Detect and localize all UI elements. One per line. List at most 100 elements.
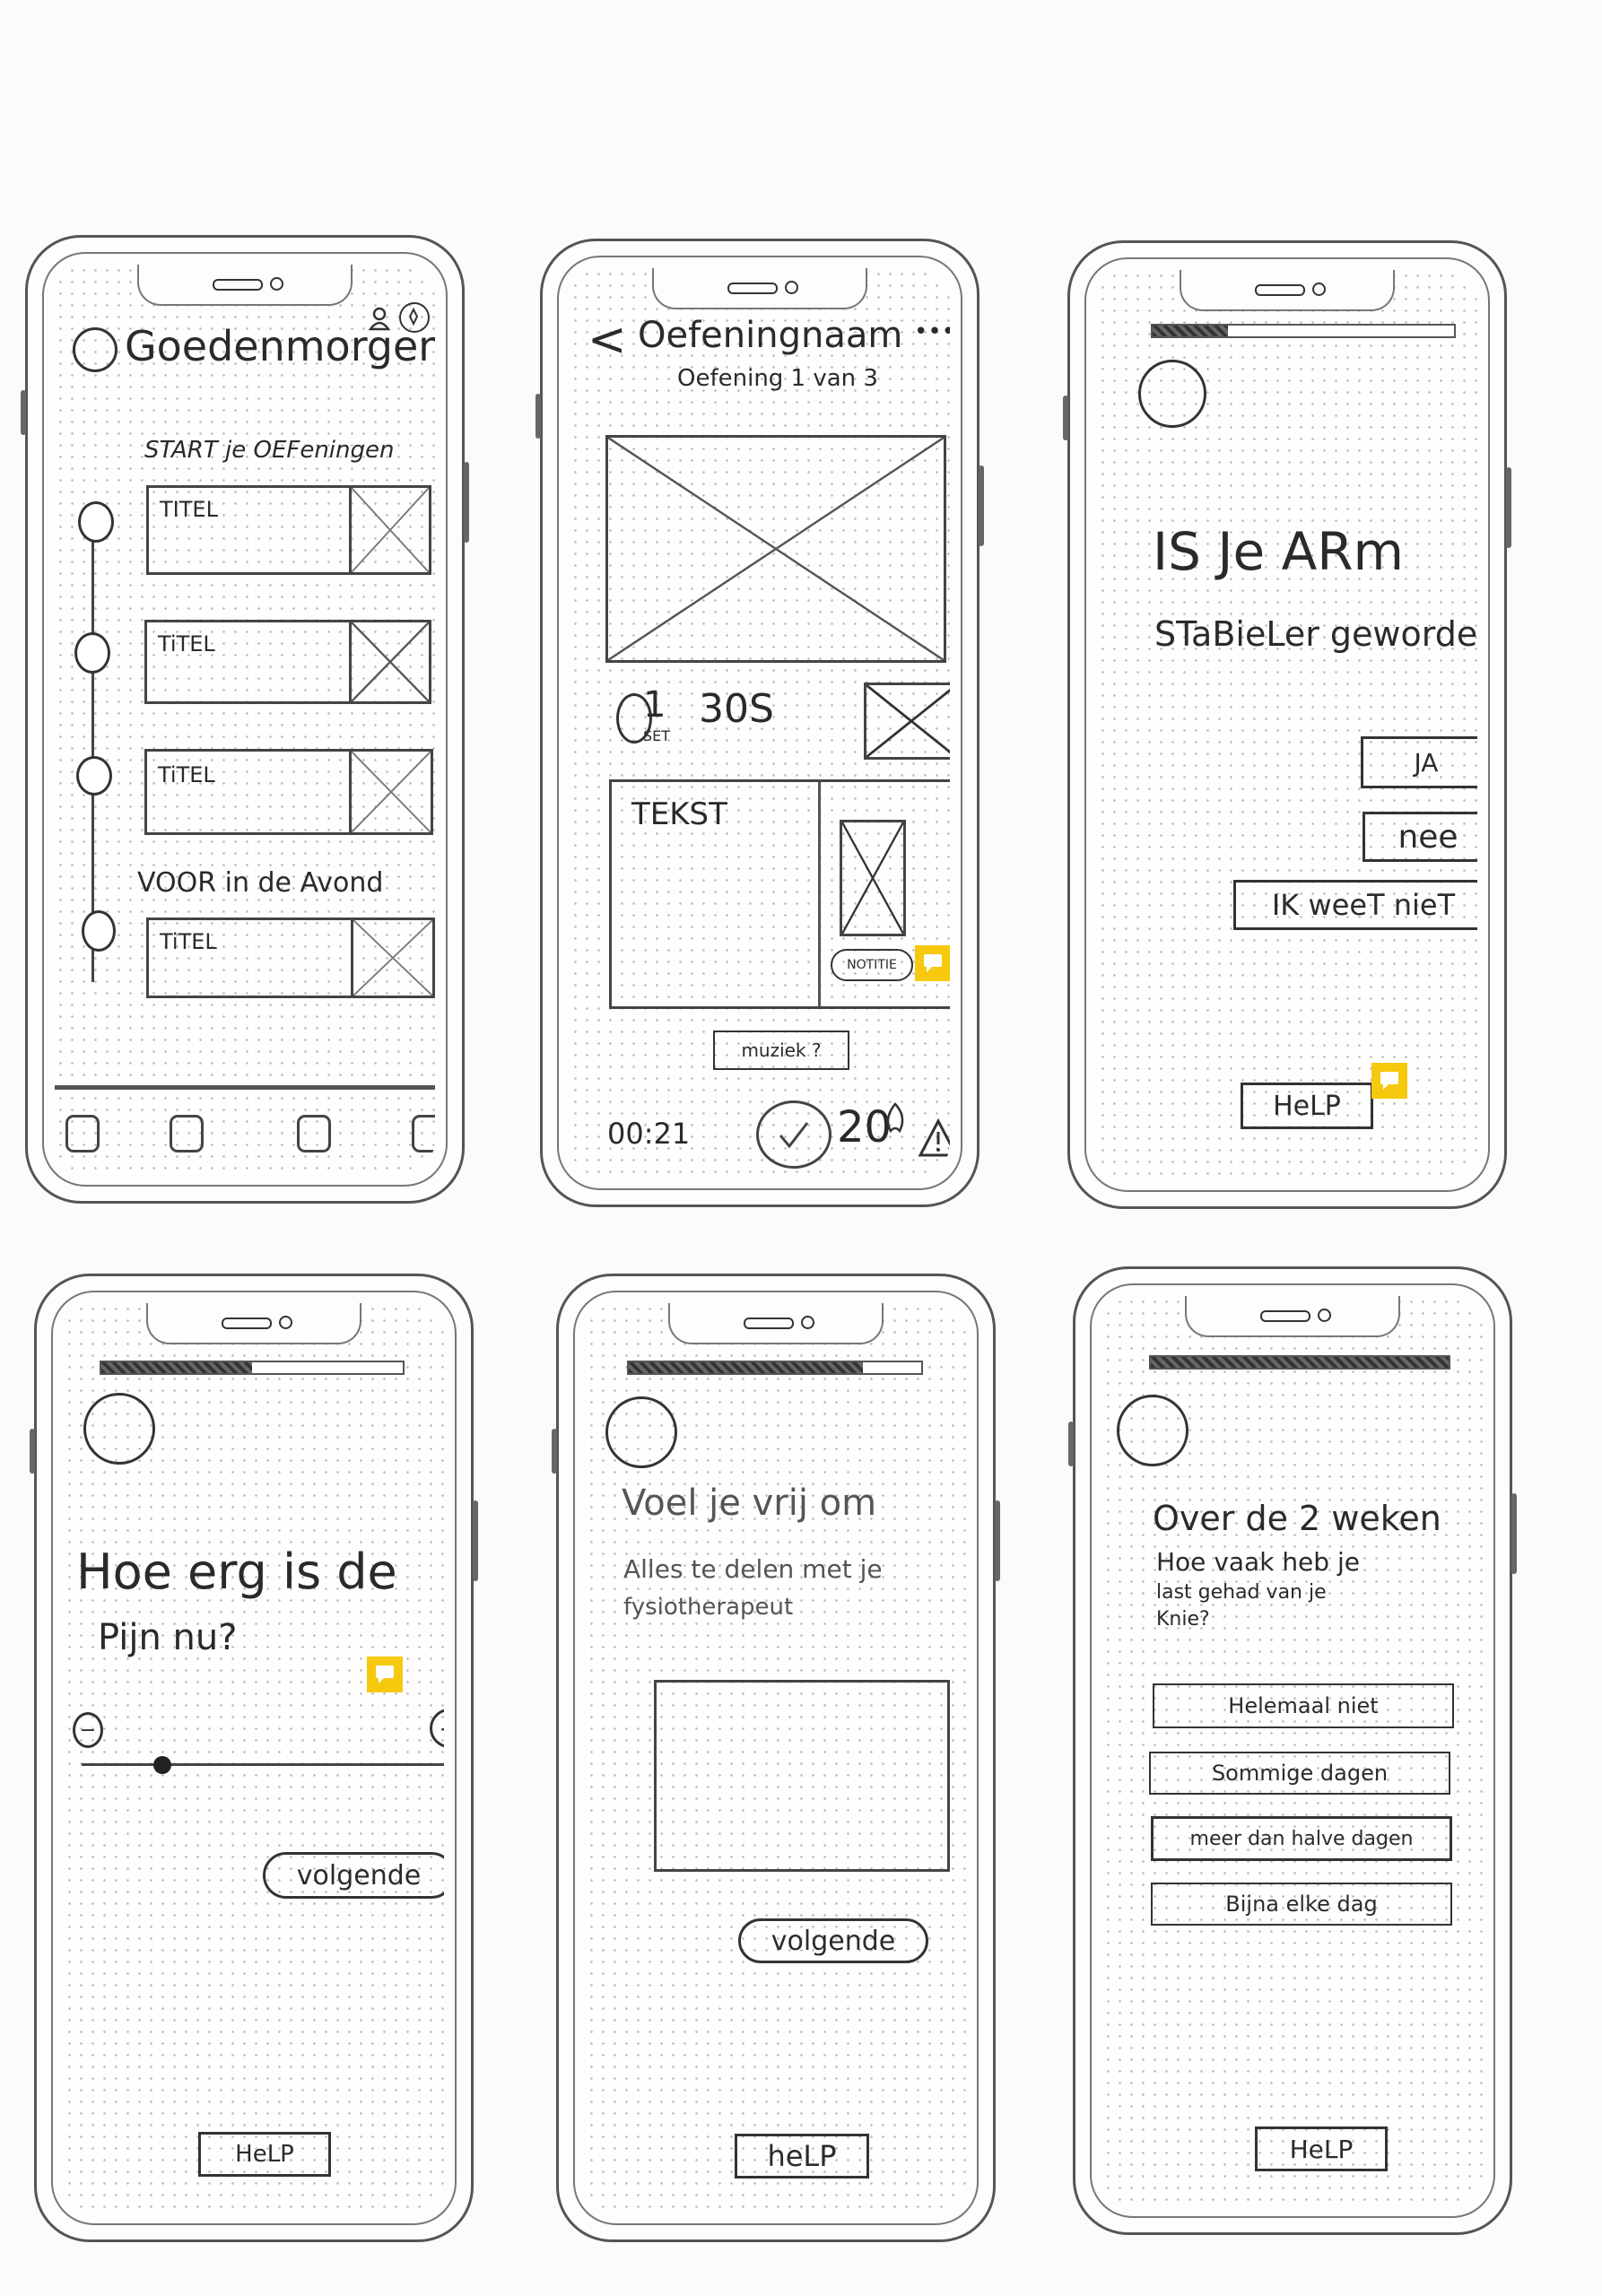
progress-fill — [101, 1362, 252, 1373]
phone-notch — [146, 1303, 361, 1344]
tab-exercises-icon[interactable] — [170, 1115, 204, 1152]
warning-icon[interactable] — [918, 1118, 950, 1158]
question-line2: Pijn nu? — [98, 1617, 238, 1658]
profile-avatar[interactable] — [73, 327, 118, 372]
help-button[interactable]: HeLP — [1255, 2126, 1388, 2171]
answer-no-button[interactable]: nee — [1363, 812, 1477, 862]
complete-check-button[interactable] — [756, 1100, 831, 1169]
option-button[interactable]: meer dan halve dagen — [1151, 1816, 1452, 1861]
profile-icon[interactable] — [368, 306, 391, 331]
help-button[interactable]: HeLP — [198, 2132, 331, 2177]
camera-icon — [1312, 283, 1326, 296]
phone-frame-free-text: Voel je vrij om Alles te delen met je fy… — [552, 1274, 1000, 2242]
prompt-line3: fysiotherapeut — [623, 1594, 794, 1621]
phone-side-button — [979, 465, 984, 546]
prompt-line1: Voel je vrij om — [622, 1483, 877, 1524]
more-menu-icon[interactable]: ••• — [914, 318, 950, 345]
exercise-card-title: TiTEL — [160, 929, 217, 954]
speaker-icon — [744, 1318, 794, 1329]
sets-value: 1 — [643, 684, 666, 726]
phone-notch — [668, 1303, 884, 1344]
phone-frame-arm-question: IS Je ARm STaBieLer geworden? JA nee IK … — [1063, 240, 1511, 1209]
avatar — [1138, 360, 1206, 428]
phone-frame-knee-question: Over de 2 weken Hoe vaak heb je last geh… — [1068, 1266, 1517, 2235]
avatar — [83, 1393, 155, 1465]
slider-thumb[interactable] — [152, 1756, 171, 1774]
comment-marker-icon — [367, 1657, 403, 1692]
increase-button[interactable]: + — [430, 1709, 444, 1748]
badge-icon[interactable] — [399, 302, 430, 333]
points-value: 20 — [837, 1102, 892, 1152]
phone-notch — [652, 268, 867, 309]
pain-slider[interactable] — [82, 1752, 444, 1779]
instruction-text: TEKST — [631, 796, 727, 832]
option-button[interactable]: Helemaal niet — [1153, 1683, 1454, 1728]
answer-yes-button[interactable]: JA — [1361, 736, 1477, 788]
exercise-card-title: TITEL — [160, 497, 218, 522]
phone-side-button — [1068, 1422, 1074, 1466]
flame-icon — [884, 1102, 907, 1134]
tab-settings-icon[interactable] — [412, 1115, 435, 1152]
progress-bar — [1149, 1355, 1450, 1370]
phone-frame-pain-question: Hoe erg is de Pijn nu? − + volgende HeLP — [30, 1274, 478, 2242]
timeline-node — [74, 632, 110, 674]
exercise-card[interactable]: TiTEL — [144, 749, 433, 835]
camera-icon — [279, 1316, 292, 1329]
phone-side-button — [30, 1429, 35, 1474]
progress-fill — [629, 1362, 863, 1373]
exercise-card-title: TiTEL — [158, 631, 215, 657]
exercise-card[interactable]: TiTEL — [146, 918, 435, 998]
phone-side-button — [995, 1500, 1000, 1581]
phone-frame-exercise: < Oefeningnaam ••• Oefening 1 van 3 1 SE… — [535, 239, 984, 1207]
phone-side-button — [1506, 467, 1511, 548]
instruction-image-placeholder — [840, 820, 906, 936]
help-button[interactable]: HeLP — [1241, 1083, 1373, 1129]
exercise-image-placeholder[interactable] — [864, 683, 950, 760]
phone-frame-home: Goedenmorgen START je OEFeningen TITEL T… — [21, 235, 469, 1204]
exercise-thumbnail-placeholder — [349, 749, 433, 835]
exercise-name-title: Oefeningnaam — [638, 315, 903, 356]
exercise-card[interactable]: TITEL — [146, 485, 431, 575]
camera-icon — [801, 1316, 814, 1329]
progress-fill — [1153, 326, 1228, 336]
screen-exercise: < Oefeningnaam ••• Oefening 1 van 3 1 SE… — [570, 268, 950, 1178]
slider-track — [82, 1763, 444, 1766]
option-button[interactable]: Bijna elke dag — [1151, 1883, 1452, 1926]
next-button[interactable]: volgende — [738, 1918, 928, 1963]
screen-pain-question: Hoe erg is de Pijn nu? − + volgende HeLP — [64, 1303, 444, 2213]
question-line2: last gehad van je — [1156, 1581, 1327, 1604]
note-button[interactable]: NOTITIE — [831, 949, 913, 981]
phone-side-button — [21, 390, 26, 435]
exercise-thumbnail-placeholder — [349, 485, 431, 575]
phone-side-button — [535, 394, 541, 439]
tab-home-icon[interactable] — [65, 1115, 100, 1152]
section-start-heading: START je OEFeningen — [144, 437, 395, 464]
phone-side-button — [552, 1429, 557, 1474]
exercise-card[interactable]: TiTEL — [144, 620, 431, 704]
music-button[interactable]: muziek ? — [713, 1031, 849, 1070]
progress-fill — [1151, 1357, 1449, 1368]
speaker-icon — [1255, 284, 1305, 296]
exercise-video-placeholder[interactable] — [605, 435, 946, 663]
option-button[interactable]: Sommige dagen — [1149, 1752, 1450, 1795]
phone-notch — [1180, 270, 1395, 311]
exercise-counter: Oefening 1 van 3 — [677, 365, 878, 392]
question-line1: IS Je ARm — [1153, 521, 1405, 582]
free-text-input[interactable] — [654, 1680, 950, 1872]
question-line1: Hoe vaak heb je — [1156, 1547, 1360, 1577]
next-button[interactable]: volgende — [263, 1852, 444, 1899]
timer-readout: 00:21 — [607, 1117, 691, 1151]
tab-progress-icon[interactable] — [297, 1115, 331, 1152]
speaker-icon — [222, 1318, 272, 1329]
decrease-button[interactable]: − — [73, 1712, 103, 1748]
speaker-icon — [213, 279, 263, 291]
back-button[interactable]: < — [588, 313, 627, 367]
answer-unknown-button[interactable]: IK weeT nieT — [1233, 880, 1477, 930]
phone-side-button — [1063, 396, 1068, 440]
phone-side-button — [464, 462, 469, 543]
screen-home: Goedenmorgen START je OEFeningen TITEL T… — [55, 265, 435, 1174]
help-button[interactable]: heLP — [735, 2134, 869, 2179]
screen-knee-question: Over de 2 weken Hoe vaak heb je last geh… — [1102, 1296, 1483, 2205]
progress-bar — [1151, 324, 1456, 338]
progress-bar — [627, 1361, 923, 1375]
